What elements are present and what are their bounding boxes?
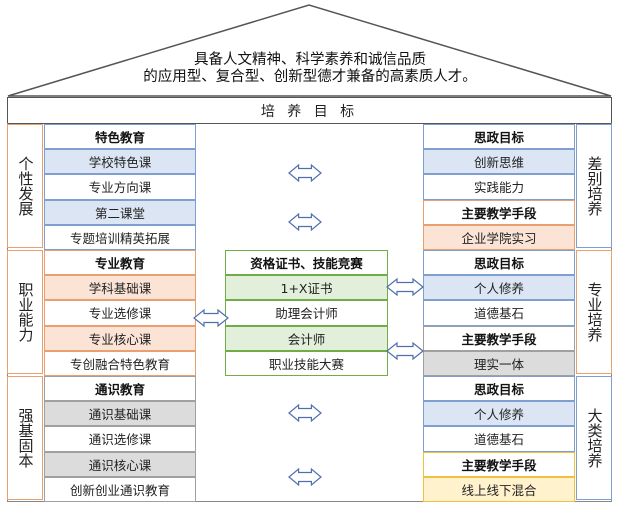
- left-course-item: 通识选修课: [44, 426, 196, 452]
- side-label-personal-development: 个性发展: [7, 124, 43, 248]
- left-group-title: 特色教育: [44, 124, 196, 150]
- left-course-item: 专业核心课: [44, 325, 196, 351]
- teaching-method-title: 主要教学手段: [423, 451, 575, 477]
- left-course-item: 专业方向课: [44, 174, 196, 200]
- arrow-left-to-center: [193, 308, 229, 328]
- center-item: 会计师: [225, 325, 388, 351]
- right-goal-item: 创新思维: [423, 149, 575, 175]
- side-label-differentiated-training: 差别培养: [576, 124, 612, 248]
- teaching-method-item: 线上线下混合: [423, 476, 575, 502]
- center-item: 1+X证书: [225, 275, 388, 301]
- left-group-title: 通识教育: [44, 376, 196, 402]
- side-label-category-training: 大类培养: [576, 376, 612, 500]
- left-course-item: 专创融合特色教育: [44, 350, 196, 376]
- right-goal-item: 个人修养: [423, 275, 575, 301]
- right-goal-item: 实践能力: [423, 174, 575, 200]
- left-group-title: 专业教育: [44, 250, 196, 276]
- left-course-item: 专题培训精英拓展: [44, 224, 196, 250]
- side-label-professional-ability: 职业能力: [7, 250, 43, 374]
- roof-line-1: 具备人文精神、科学素养和诚信品质: [194, 52, 426, 68]
- arrow-general-lower: [288, 467, 322, 487]
- right-goal-item: 个人修养: [423, 401, 575, 427]
- right-group-title: 思政目标: [423, 124, 575, 150]
- left-course-item: 通识核心课: [44, 451, 196, 477]
- arrow-general-upper: [288, 403, 322, 423]
- goal-bar: 培 养 目 标: [7, 97, 612, 124]
- teaching-method-item: 企业学院实习: [423, 224, 575, 250]
- roof-statement: 具备人文精神、科学素养和诚信品质 的应用型、复合型、创新型德才兼备的高素质人才。: [60, 52, 560, 86]
- side-label-major-training: 专业培养: [576, 250, 612, 374]
- left-course-item: 专业选修课: [44, 300, 196, 326]
- teaching-method-title: 主要教学手段: [423, 199, 575, 225]
- center-item: 助理会计师: [225, 300, 388, 326]
- roof-triangle: [7, 4, 612, 97]
- center-item: 职业技能大赛: [225, 350, 388, 376]
- arrow-specialty-upper: [288, 163, 322, 183]
- arrow-center-to-right-upper: [386, 277, 424, 297]
- left-course-item: 学校特色课: [44, 149, 196, 175]
- arrow-center-to-right-lower: [386, 341, 424, 361]
- left-course-item: 创新创业通识教育: [44, 476, 196, 502]
- teaching-method-title: 主要教学手段: [423, 325, 575, 351]
- left-course-item: 学科基础课: [44, 275, 196, 301]
- side-label-strengthen-foundation: 强基固本: [7, 376, 43, 500]
- right-goal-item: 道德基石: [423, 426, 575, 452]
- roof-line-2: 的应用型、复合型、创新型德才兼备的高素质人才。: [143, 69, 477, 85]
- teaching-method-item: 理实一体: [423, 350, 575, 376]
- left-course-item: 第二课堂: [44, 199, 196, 225]
- left-course-item: 通识基础课: [44, 401, 196, 427]
- arrow-specialty-lower: [288, 212, 322, 232]
- right-goal-item: 道德基石: [423, 300, 575, 326]
- center-title: 资格证书、技能竞赛: [225, 250, 388, 276]
- right-group-title: 思政目标: [423, 250, 575, 276]
- right-group-title: 思政目标: [423, 376, 575, 402]
